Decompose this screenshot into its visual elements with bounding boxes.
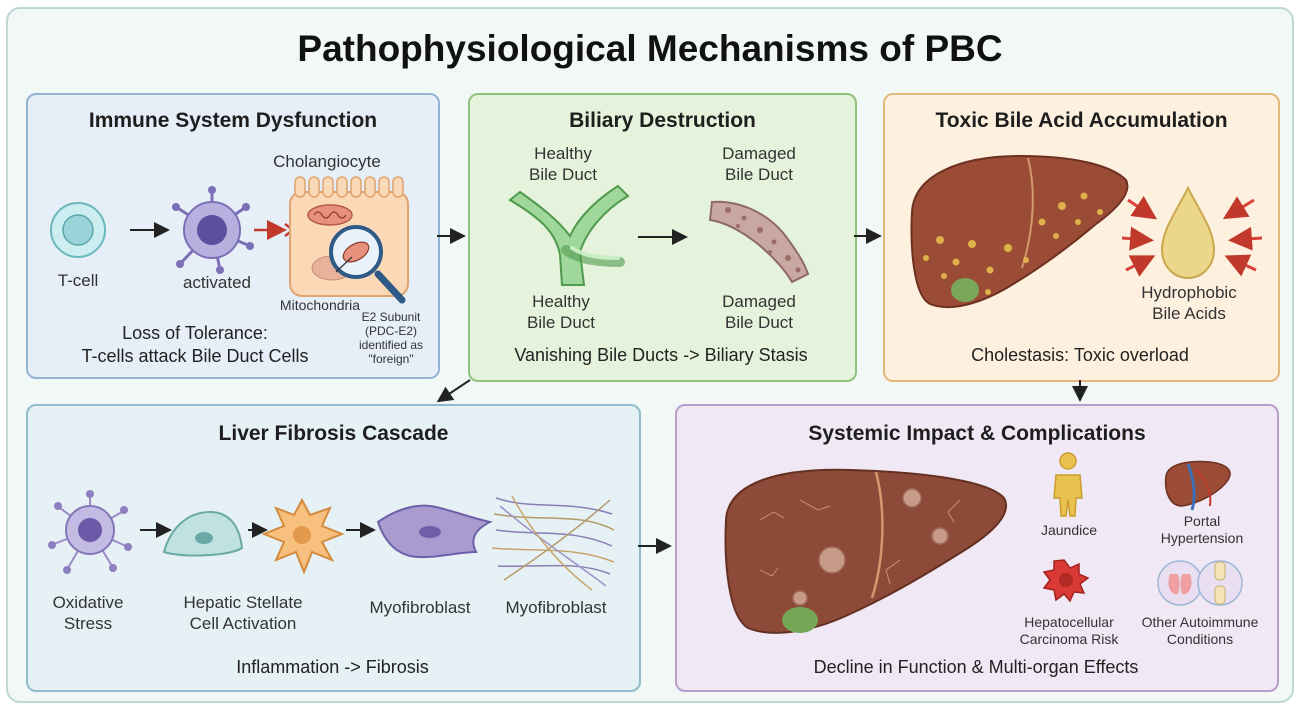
hcc-line-2: Carcinoma Risk <box>1019 631 1119 647</box>
stellate-line-2: Cell Activation <box>189 614 297 633</box>
acids-line-2: Bile Acids <box>1152 304 1226 323</box>
acids-line-1: Hydrophobic <box>1141 283 1237 302</box>
panel-title-fibrosis: Liver Fibrosis Cascade <box>218 422 449 445</box>
t-cell-icon <box>50 202 106 258</box>
healthy-duct-top-label: Healthy Bile Duct <box>508 143 618 185</box>
damaged-duct-bottom-label: Damaged Bile Duct <box>704 291 814 333</box>
stellate-activation-label: Hepatic Stellate Cell Activation <box>160 592 326 634</box>
portal-line-2: Hypertension <box>1160 530 1244 546</box>
healthy-bottom-line-2: Bile Duct <box>526 313 596 332</box>
e2-line-1: E2 Subunit <box>361 310 421 324</box>
immune-caption: Loss of Tolerance: T-cells attack Bile D… <box>40 322 350 368</box>
biliary-caption: Vanishing Bile Ducts -> Biliary Stasis <box>514 345 808 365</box>
e2-line-4: "foreign" <box>368 352 414 366</box>
immune-caption-line-2: T-cells attack Bile Duct Cells <box>81 346 309 366</box>
t-cell-label: T-cell <box>57 271 99 290</box>
oxidative-stress-cell-icon <box>48 490 132 574</box>
jaundice-person-icon <box>1053 452 1083 517</box>
fibrosis-caption: Inflammation -> Fibrosis <box>236 657 429 677</box>
activated-label: activated <box>182 273 252 292</box>
autoimmune-line-1: Other Autoimmune <box>1141 614 1259 630</box>
panel-title-biliary: Biliary Destruction <box>569 109 756 132</box>
arrow-biliary-to-fibrosis <box>436 379 471 403</box>
damaged-top-line-1: Damaged <box>722 144 796 163</box>
other-autoimmune-label: Other Autoimmune Conditions <box>1126 614 1274 648</box>
portal-hypertension-icon <box>1164 460 1231 511</box>
damaged-duct-top-label: Damaged Bile Duct <box>704 143 814 185</box>
stellate-line-1: Hepatic Stellate <box>183 593 303 612</box>
activated-t-cell-icon <box>172 186 254 274</box>
red-attack-arrows-icon <box>254 220 296 240</box>
liver-bile-acids-icon <box>910 154 1129 309</box>
hepatic-stellate-cell-icon <box>162 510 244 557</box>
healthy-top-line-2: Bile Duct <box>528 165 598 184</box>
panel-liver-fibrosis: Liver Fibrosis Cascade <box>26 404 641 692</box>
jaundice-label: Jaundice <box>1040 522 1098 538</box>
diagram-title: Pathophysiological Mechanisms of PBC <box>297 28 1003 69</box>
healthy-bottom-line-1: Healthy <box>532 292 590 311</box>
e2-line-3: identified as <box>358 338 424 352</box>
activated-stellate-cell-icon <box>261 497 345 575</box>
healthy-bile-duct-icon <box>508 184 630 286</box>
damaged-bottom-line-1: Damaged <box>722 292 796 311</box>
autoimmune-line-2: Conditions <box>1166 631 1234 647</box>
mitochondria-label: Mitochondria <box>279 297 361 313</box>
e2-subunit-label: E2 Subunit (PDC-E2) identified as "forei… <box>348 310 434 366</box>
bile-acid-droplet-icon <box>1121 185 1263 280</box>
healthy-duct-bottom-label: Healthy Bile Duct <box>506 291 616 333</box>
cholangiocyte-label: Cholangiocyte <box>273 152 381 171</box>
immune-caption-line-1: Loss of Tolerance: <box>122 323 268 343</box>
damaged-liver-icon <box>724 468 1007 634</box>
damaged-bottom-line-2: Bile Duct <box>724 313 794 332</box>
panel-title-toxic: Toxic Bile Acid Accumulation <box>935 109 1228 132</box>
portal-hypertension-label: Portal Hypertension <box>1134 513 1270 547</box>
oxidative-line-2: Stress <box>63 614 113 633</box>
e2-line-2: (PDC-E2) <box>364 324 417 338</box>
autoimmune-conditions-icon <box>1157 560 1243 606</box>
hydrophobic-acids-label: Hydrophobic Bile Acids <box>1124 282 1254 324</box>
myofibroblast-label-1: Myofibroblast <box>369 598 471 617</box>
panel-title-systemic: Systemic Impact & Complications <box>808 422 1146 445</box>
damaged-bile-duct-icon <box>708 200 810 284</box>
oxidative-stress-label: Oxidative Stress <box>36 592 140 634</box>
collagen-fibers-icon <box>491 495 615 591</box>
oxidative-line-1: Oxidative <box>52 593 124 612</box>
healthy-top-line-1: Healthy <box>534 144 592 163</box>
myofibroblast-label-2: Myofibroblast <box>505 598 607 617</box>
magnifier-icon <box>329 225 406 304</box>
panel-toxic-bile-acid: Toxic Bile Acid Accumulation <box>883 93 1280 382</box>
damaged-top-line-2: Bile Duct <box>724 165 794 184</box>
myofibroblast-icon <box>376 504 493 559</box>
carcinoma-risk-label: Hepatocellular Carcinoma Risk <box>1004 614 1134 648</box>
toxic-caption: Cholestasis: Toxic overload <box>971 345 1189 365</box>
systemic-caption: Decline in Function & Multi-organ Effect… <box>813 657 1139 677</box>
hcc-line-1: Hepatocellular <box>1024 614 1114 630</box>
panel-title-immune: Immune System Dysfunction <box>88 109 378 132</box>
carcinoma-cell-icon <box>1042 559 1090 603</box>
portal-line-1: Portal <box>1183 513 1221 529</box>
